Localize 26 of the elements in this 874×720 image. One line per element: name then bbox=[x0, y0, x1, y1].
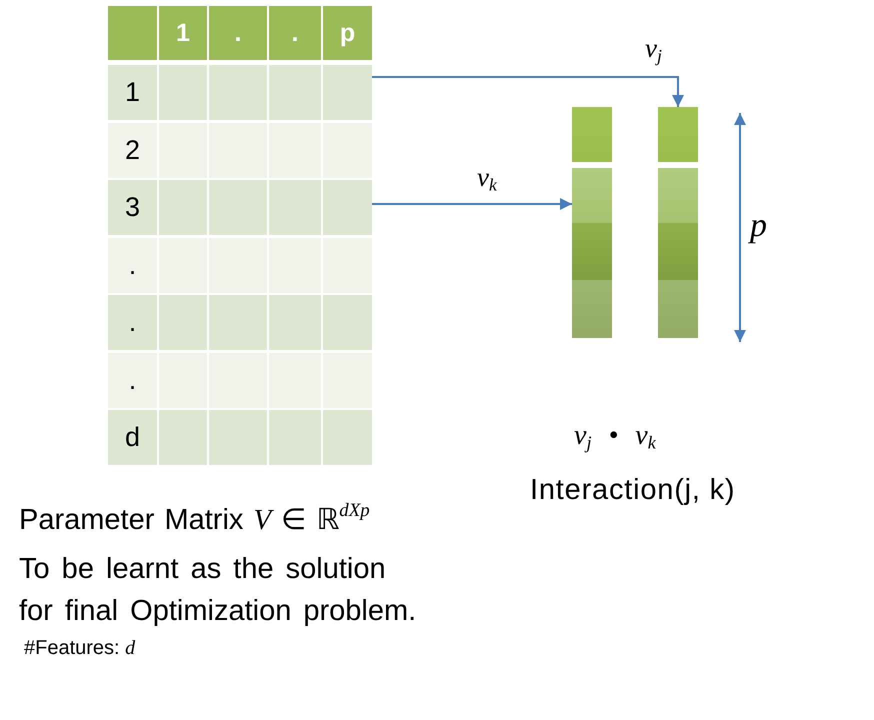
dot-product-formula: v$_{j}$ • v$_{k}$ bbox=[574, 419, 656, 453]
description-text: To be learnt as the solution for final Optimization problem. bbox=[19, 552, 418, 630]
row-label: 3 bbox=[124, 194, 140, 221]
arrow bbox=[372, 76, 684, 107]
table-row bbox=[108, 180, 372, 235]
table-row bbox=[108, 65, 372, 120]
column-header: . bbox=[234, 20, 242, 46]
row-label: . bbox=[128, 367, 136, 394]
interaction-label: Interaction(j, k) bbox=[530, 473, 736, 508]
dimension-label: p bbox=[750, 206, 767, 246]
row-label: . bbox=[128, 252, 136, 279]
feature-count-note: #Features: d bbox=[24, 636, 136, 660]
table-row bbox=[108, 410, 372, 465]
row-label: . bbox=[128, 309, 136, 336]
arrow bbox=[372, 198, 572, 210]
vector-bar bbox=[658, 107, 698, 338]
row-label: 1 bbox=[124, 79, 140, 106]
row-label: 2 bbox=[124, 137, 140, 164]
column-header: p bbox=[340, 20, 356, 46]
header-row bbox=[108, 6, 372, 60]
matrix-definition: Parameter Matrix V ∈ ℝ$^{dXp}$ bbox=[19, 503, 370, 538]
table-row bbox=[108, 295, 372, 350]
row-label: d bbox=[124, 424, 140, 451]
column-header: . bbox=[292, 20, 298, 46]
column-header: 1 bbox=[176, 20, 190, 46]
vector-bar bbox=[572, 107, 612, 338]
